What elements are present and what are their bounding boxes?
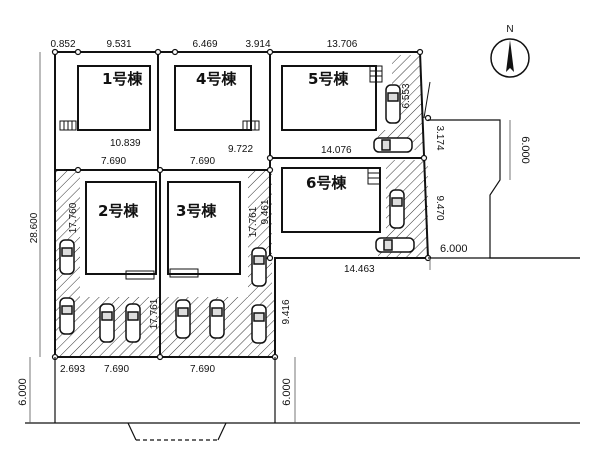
car-icon [59, 297, 75, 335]
dim-label: 14.463 [344, 264, 375, 275]
top-dim: 6.469 [192, 39, 217, 50]
building-label: 2号棟 [98, 202, 139, 220]
building-label: 6号棟 [306, 174, 347, 192]
footprint-3 [167, 181, 241, 275]
dim-label: 3.174 [434, 125, 445, 150]
top-dim: 13.706 [327, 39, 358, 50]
entry-marks [59, 65, 383, 280]
dimension-lines [29, 52, 511, 423]
survey-points [51, 48, 432, 361]
dim-label: 7.690 [101, 156, 126, 167]
inner-dimensions: 10.839 9.722 7.690 7.690 14.076 14.463 6… [29, 83, 445, 329]
car-icon [385, 84, 401, 124]
car-icon [389, 189, 405, 229]
top-dim: 9.531 [106, 39, 131, 50]
cars [59, 84, 415, 344]
top-dim: 0.852 [50, 39, 75, 50]
road-width-labels: 6.000 6.000 6.000 6.000 [17, 136, 531, 406]
north-arrow-icon [506, 40, 514, 72]
dim-label: 9.722 [228, 144, 253, 155]
road-width: 6.000 [17, 378, 29, 406]
top-dim: 3.914 [245, 39, 270, 50]
road-width: 6.000 [440, 243, 468, 255]
dim-label: 14.076 [321, 145, 352, 156]
dim-label: 10.839 [110, 138, 141, 149]
footprint-1 [77, 65, 151, 131]
building-labels: 1号棟 4号棟 5号棟 2号棟 3号棟 6号棟 [98, 70, 349, 220]
road-edges [25, 119, 580, 441]
car-icon [373, 137, 413, 153]
compass: N [490, 24, 530, 78]
car-icon [209, 299, 225, 339]
dim-label: 17.761 [248, 206, 259, 237]
car-icon [375, 237, 415, 253]
car-icon [251, 304, 267, 344]
dim-label: 6.553 [401, 83, 412, 108]
parking-bottom-strip [55, 297, 275, 357]
bottom-dim: 7.690 [190, 364, 215, 375]
dim-label: 9.470 [434, 195, 445, 220]
dim-label: 7.690 [190, 156, 215, 167]
building-label: 4号棟 [196, 70, 237, 88]
dim-label: 9.461 [260, 199, 271, 224]
compass-north-label: N [506, 24, 513, 35]
top-dimensions: 0.852 9.531 6.469 3.914 13.706 [50, 39, 357, 50]
bottom-dim: 7.690 [104, 364, 129, 375]
bottom-dim: 2.693 [60, 364, 85, 375]
building-label: 1号棟 [102, 70, 143, 88]
footprint-4 [174, 65, 252, 131]
footprint-2 [85, 181, 157, 275]
car-icon [125, 303, 141, 343]
building-label: 5号棟 [308, 70, 349, 88]
footprint-6 [281, 167, 381, 233]
building-footprints [77, 65, 381, 275]
car-icon [59, 239, 75, 275]
road-width: 6.000 [519, 136, 531, 164]
footprint-5 [281, 65, 377, 131]
dim-label: 17.761 [149, 298, 160, 329]
dim-label: 9.416 [281, 299, 292, 324]
bottom-dimensions: 2.693 7.690 7.690 [60, 364, 215, 375]
dim-label: 17.760 [68, 202, 79, 233]
car-icon [99, 303, 115, 343]
car-icon [251, 247, 267, 287]
parking-right-top [378, 55, 424, 150]
car-icon [175, 299, 191, 339]
road-width: 6.000 [281, 378, 293, 406]
dim-label: 28.600 [29, 212, 40, 243]
building-label: 3号棟 [176, 202, 217, 220]
